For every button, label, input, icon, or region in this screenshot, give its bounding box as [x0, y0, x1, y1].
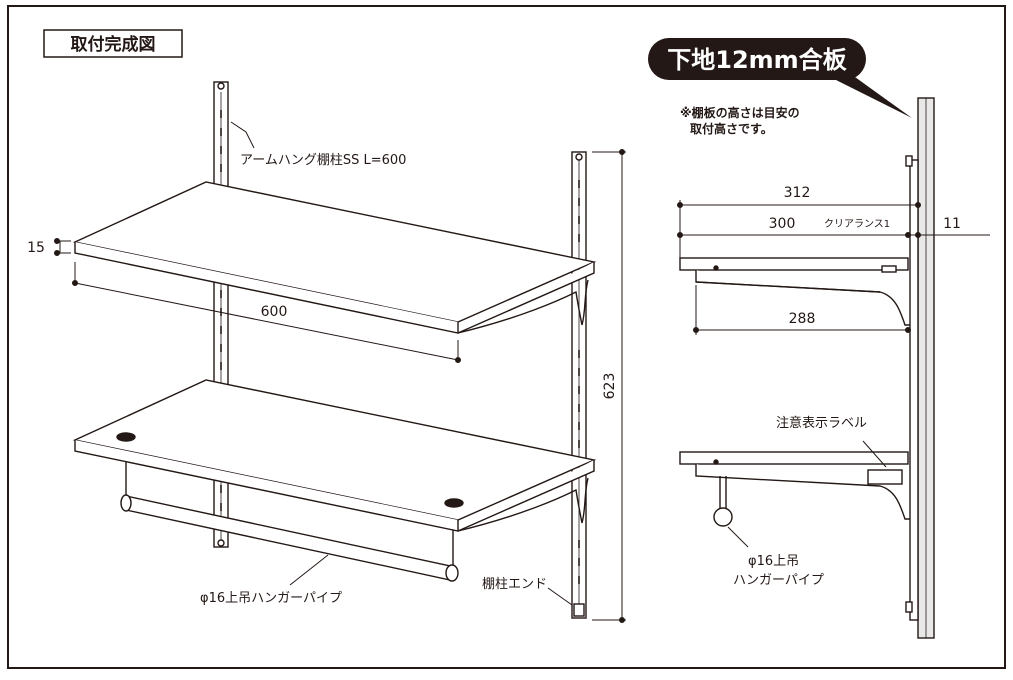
dim-623-label: 623 [602, 373, 618, 400]
note-line-1: ※棚板の高さは目安の [680, 105, 800, 120]
side-lower-bracket [695, 464, 910, 520]
outer-frame [7, 5, 1006, 669]
side-view [679, 97, 935, 639]
dim-288-label: 288 [789, 311, 816, 327]
pipe-mount-left [116, 432, 136, 442]
badge-pointer [820, 72, 912, 118]
plywood-badge [648, 38, 866, 80]
right-post [571, 151, 587, 619]
title: 取付完成図 [71, 34, 156, 55]
post-side [909, 159, 919, 621]
post-end-leader [547, 587, 573, 606]
hanger-pipe [120, 462, 459, 582]
badge-text: 下地12mm合板 [667, 46, 847, 74]
dim-600 [72, 262, 461, 363]
side-upper-shelf [679, 257, 909, 271]
pipe-mount-right [444, 498, 464, 508]
clearance-label: クリアランス1 [824, 218, 890, 230]
label-post-end: 棚柱エンド [482, 577, 547, 592]
note-line-2: 取付高さです。 [690, 121, 773, 136]
title-box [43, 29, 183, 58]
dim-312 [677, 200, 921, 258]
dim-288 [693, 285, 911, 335]
label-arm-hang-post: アームハング棚柱SS L=600 [240, 153, 406, 168]
dim-15-label: 15 [27, 240, 45, 256]
side-pipe-leader [727, 526, 749, 548]
dim-300-label: 300 [769, 216, 796, 232]
side-upper-bracket [695, 270, 910, 326]
perspective-view [72, 81, 597, 619]
post-leader [230, 121, 255, 149]
caution-label-plate [867, 469, 903, 485]
dim-623 [592, 149, 626, 623]
side-lower-shelf [679, 451, 909, 465]
side-hanger-pipe [713, 507, 733, 527]
lower-shelf [72, 379, 597, 532]
pipe-leader [289, 554, 329, 586]
upper-shelf [72, 181, 597, 334]
dim-600-label: 600 [261, 304, 288, 320]
dim-312-label: 312 [784, 185, 811, 201]
dim-15 [54, 238, 71, 256]
label-caution: 注意表示ラベル [776, 415, 867, 431]
dim-300 [677, 232, 990, 238]
label-side-pipe-1: φ16上吊 [748, 554, 799, 569]
label-hanger-pipe: φ16上吊ハンガーパイプ [200, 591, 342, 606]
dim-11-label: 11 [943, 216, 961, 232]
label-side-pipe-2: ハンガーパイプ [733, 573, 824, 588]
